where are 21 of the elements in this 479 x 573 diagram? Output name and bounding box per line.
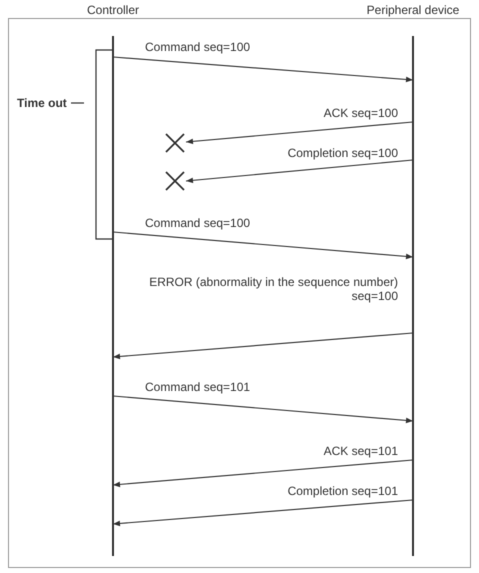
message-arrow (112, 459, 414, 488)
edge-label: ACK seq=101 (322, 444, 398, 458)
message-arrow (112, 231, 414, 260)
edge-label: ACK seq=100 (322, 106, 398, 120)
message-arrow (112, 499, 414, 526)
edge-label: Completion seq=100 (286, 146, 398, 160)
edge-label: Completion seq=101 (286, 484, 398, 498)
cross-mark (164, 132, 186, 154)
edge-label: Command seq=100 (145, 40, 252, 54)
timeout-label: Time out (17, 96, 67, 110)
message-arrow (186, 121, 414, 144)
message-arrow (186, 159, 414, 184)
lifeline-label: Controller (86, 3, 140, 17)
lifeline-label: Peripheral device (366, 3, 460, 17)
cross-mark (164, 170, 186, 192)
message-arrow (112, 395, 414, 424)
edge-label: Command seq=101 (145, 380, 252, 394)
message-arrow (112, 332, 414, 360)
edge-label: Command seq=100 (145, 216, 252, 230)
edge-label: ERROR (abnormality in the sequence number) seq=100 (148, 275, 398, 303)
message-arrow (112, 56, 414, 82)
